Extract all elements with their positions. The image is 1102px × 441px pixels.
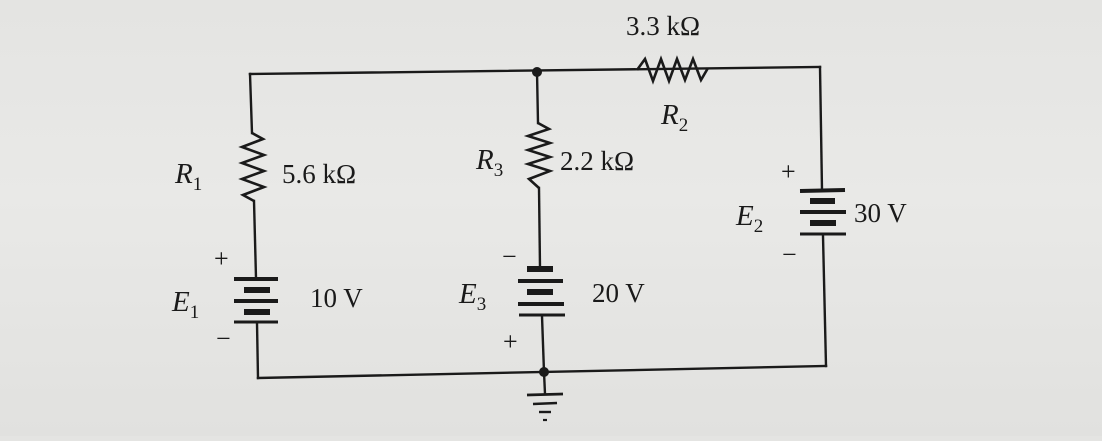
bottom-junction-dot: [539, 367, 549, 377]
r2-value: 3.3 kΩ: [626, 11, 700, 41]
e2-value: 30 V: [854, 198, 907, 228]
r1-value: 5.6 kΩ: [282, 159, 356, 189]
resistor-r1-icon: [238, 131, 268, 203]
top-junction-dot: [532, 67, 542, 77]
e3-plus-sign: +: [503, 327, 518, 356]
e2-plus-sign: +: [781, 157, 796, 186]
resistor-r3-icon: [523, 121, 555, 189]
middle-branch-wire-mid: [537, 186, 542, 270]
middle-branch-wire-bottom: [540, 314, 546, 374]
e3-value: 20 V: [592, 278, 645, 308]
r3-value: 2.2 kΩ: [560, 146, 634, 176]
battery-e1-icon: [234, 277, 278, 324]
r3-label: R3: [475, 144, 503, 181]
e3-minus-sign: −: [502, 242, 517, 271]
right-branch-wire-top: [818, 65, 824, 192]
e3-label: E3: [458, 278, 486, 315]
middle-branch-wire-top: [535, 70, 540, 125]
e1-minus-sign: −: [216, 324, 231, 353]
r1-label: R1: [174, 158, 202, 195]
battery-e3-icon: [518, 266, 565, 317]
e1-value: 10 V: [310, 283, 363, 313]
ground-icon: [526, 392, 564, 422]
e2-label: E2: [735, 200, 763, 237]
battery-e2-icon: [799, 188, 846, 236]
right-branch-wire-bottom: [821, 234, 828, 368]
left-branch-wire-bottom: [255, 321, 260, 380]
e2-minus-sign: −: [782, 240, 797, 269]
left-branch-wire-top: [248, 72, 254, 135]
e1-label: E1: [171, 286, 199, 323]
left-branch-wire-mid: [252, 199, 258, 280]
r2-label: R2: [660, 99, 688, 136]
e1-plus-sign: +: [214, 244, 229, 273]
resistor-r2-icon: [635, 55, 710, 85]
